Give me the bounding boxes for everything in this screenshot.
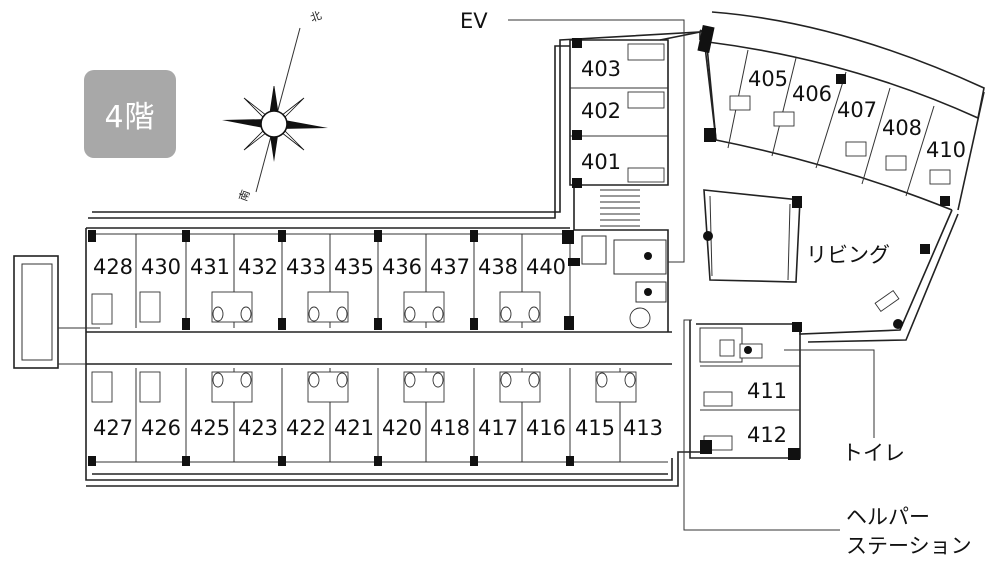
building-outline <box>13 11 985 487</box>
room-436: 436 <box>382 255 422 279</box>
room-412: 412 <box>747 423 787 447</box>
room-417: 417 <box>478 416 518 440</box>
room-405: 405 <box>748 67 788 91</box>
north-tower-rooms <box>570 43 668 329</box>
room-416: 416 <box>526 416 566 440</box>
room-426: 426 <box>141 416 181 440</box>
room-408: 408 <box>882 116 922 140</box>
room-440: 440 <box>526 255 566 279</box>
room-410: 410 <box>926 138 966 162</box>
living-label: リビング <box>806 243 890 267</box>
floor-badge: 4階 <box>84 70 176 158</box>
room-403: 403 <box>581 57 621 81</box>
room-421: 421 <box>334 416 374 440</box>
room-431: 431 <box>190 255 230 279</box>
room-407: 407 <box>837 98 877 122</box>
room-428: 428 <box>93 255 133 279</box>
compass-south: 南 <box>237 188 253 203</box>
room-433: 433 <box>286 255 326 279</box>
room-430: 430 <box>141 255 181 279</box>
toilet-label: トイレ <box>842 441 905 465</box>
helper-station-label-line1: ヘルパー <box>846 505 930 529</box>
compass-rose: 北 南 <box>222 9 328 203</box>
room-418: 418 <box>430 416 470 440</box>
room-437: 437 <box>430 255 470 279</box>
room-423: 423 <box>238 416 278 440</box>
room-422: 422 <box>286 416 326 440</box>
south-row-rooms <box>90 368 668 463</box>
room-411: 411 <box>747 379 787 403</box>
room-432: 432 <box>238 255 278 279</box>
room-406: 406 <box>792 82 832 106</box>
columns <box>88 25 950 466</box>
room-420: 420 <box>382 416 422 440</box>
compass-north: 北 <box>309 9 324 25</box>
room-435: 435 <box>334 255 374 279</box>
east-wing-rooms <box>727 49 951 313</box>
north-row-rooms <box>90 233 571 328</box>
room-labels: 403 402 401 405 406 407 408 410 428 430 … <box>93 57 966 447</box>
helper-station-label-line2: ステーション <box>846 534 972 558</box>
callout-labels: EV リビング トイレ ヘルパー ステーション <box>460 9 972 558</box>
room-402: 402 <box>581 99 621 123</box>
callout-lines <box>508 19 875 531</box>
room-401: 401 <box>581 150 621 174</box>
room-427: 427 <box>93 416 133 440</box>
room-425: 425 <box>190 416 230 440</box>
ev-label: EV <box>460 9 488 33</box>
room-413: 413 <box>623 416 663 440</box>
room-438: 438 <box>478 255 518 279</box>
room-415: 415 <box>575 416 615 440</box>
